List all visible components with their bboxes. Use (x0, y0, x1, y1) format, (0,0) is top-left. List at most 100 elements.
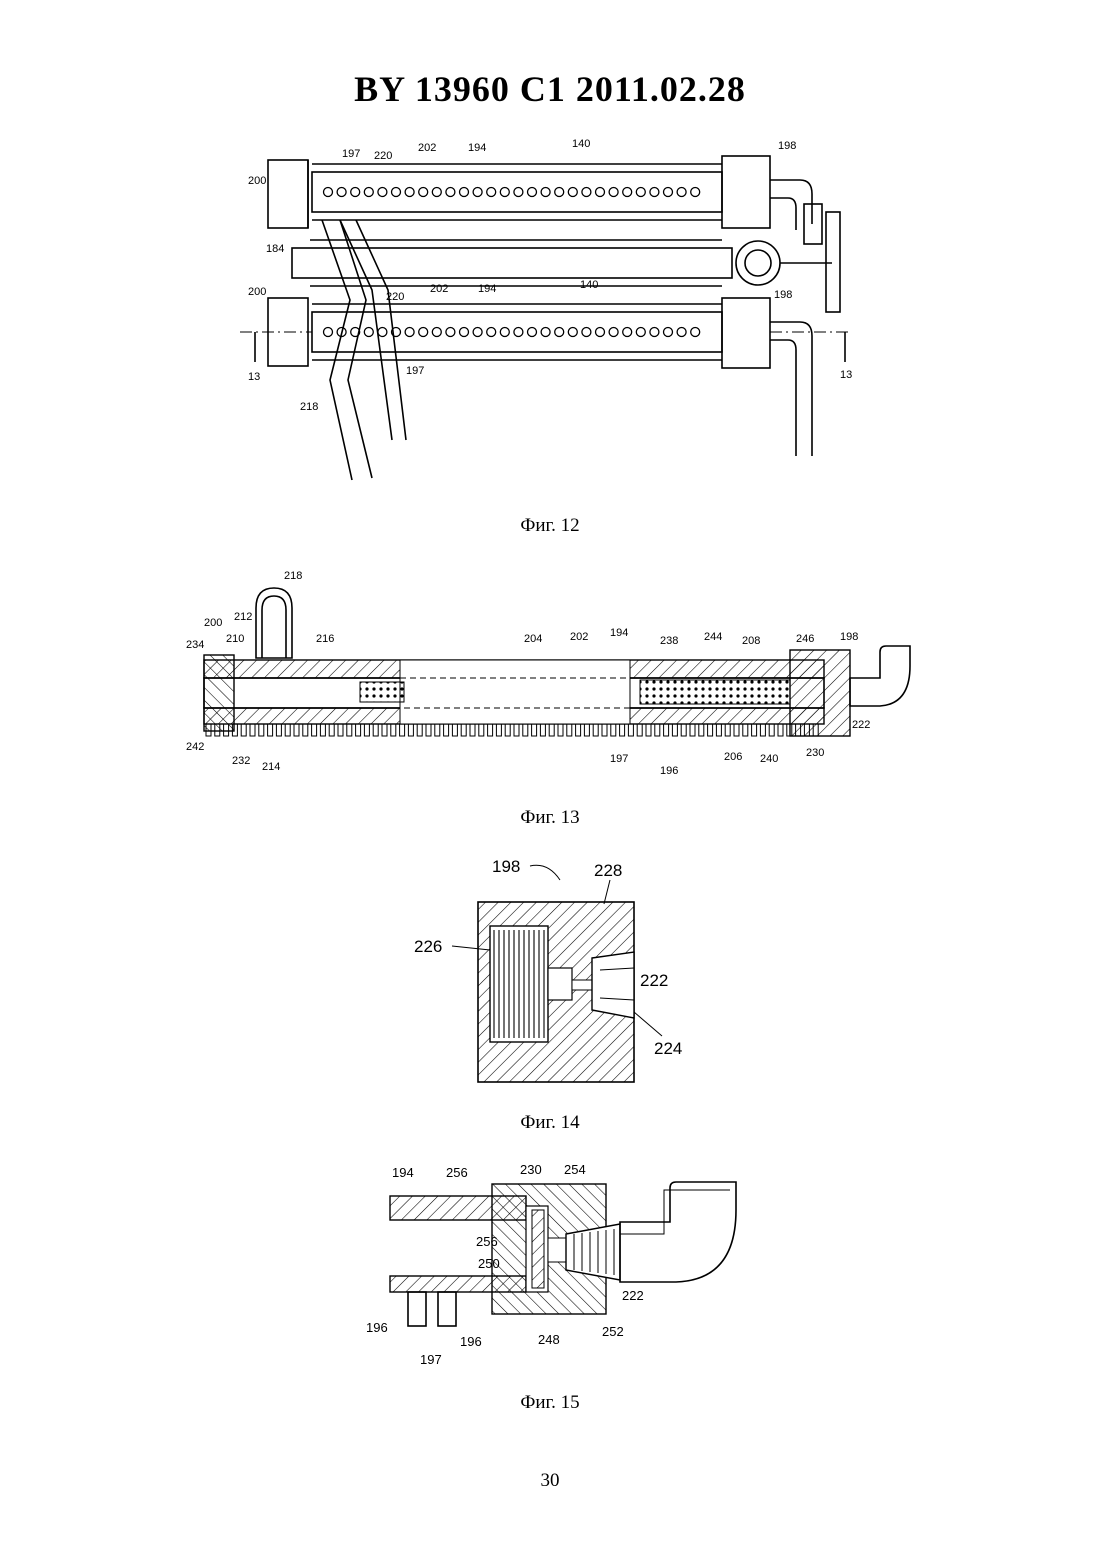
figure-13-caption: Фиг. 13 (0, 807, 1100, 829)
hole-mark (677, 188, 686, 197)
fig13-label: 242 (186, 741, 204, 753)
fig12-label: 202 (418, 142, 436, 154)
hole-mark (650, 328, 659, 337)
fig13-label: 212 (234, 611, 252, 623)
fin-mark (452, 724, 457, 736)
hole-mark (432, 328, 441, 337)
hole-mark (568, 328, 577, 337)
fin-mark (716, 724, 721, 736)
fig12-label: 197 (406, 365, 424, 377)
fin-mark (408, 724, 413, 736)
hole-mark (324, 188, 333, 197)
fig13-label: 200 (204, 617, 222, 629)
fin-mark (294, 724, 299, 736)
fin-mark (655, 724, 660, 736)
fig13-label: 234 (186, 639, 204, 651)
fin-mark (435, 724, 440, 736)
hole-mark (664, 188, 673, 197)
fin-mark (329, 724, 334, 736)
hole-mark (460, 188, 469, 197)
hole-mark (324, 328, 333, 337)
fin-mark (470, 724, 475, 736)
fig15-label: 250 (478, 1256, 500, 1271)
fin-mark (276, 724, 281, 736)
fin-mark (241, 724, 246, 736)
fin-mark (523, 724, 528, 736)
fin-mark (382, 724, 387, 736)
page-number: 30 (0, 1470, 1100, 1492)
fin-mark (699, 724, 704, 736)
fin-mark (637, 724, 642, 736)
hole-mark (419, 328, 428, 337)
hole-mark (609, 328, 618, 337)
fin-mark (505, 724, 510, 736)
hole-mark (691, 328, 700, 337)
hole-mark (487, 188, 496, 197)
hole-mark (664, 328, 673, 337)
fin-mark (549, 724, 554, 736)
fig13-label: 206 (724, 751, 742, 763)
hole-mark (432, 188, 441, 197)
fin-mark (628, 724, 633, 736)
hole-mark (500, 328, 509, 337)
figure-15-caption: Фиг. 15 (0, 1392, 1100, 1414)
fig15-label: 194 (392, 1165, 414, 1180)
hole-mark (364, 188, 373, 197)
hole-mark (636, 328, 645, 337)
fig13-label: 208 (742, 635, 760, 647)
fin-mark (347, 724, 352, 736)
fig13-label: 244 (704, 631, 722, 643)
fin-mark (708, 724, 713, 736)
fin-mark (417, 724, 422, 736)
fig13-label: 196 (660, 765, 678, 777)
fin-mark (690, 724, 695, 736)
hole-mark (691, 188, 700, 197)
fig15-label: 196 (366, 1320, 388, 1335)
fin-mark (312, 724, 317, 736)
fig14-label: 224 (654, 1039, 682, 1058)
fin-mark (285, 724, 290, 736)
fig15-label: 222 (622, 1288, 644, 1303)
fig13-label: 216 (316, 633, 334, 645)
hole-mark (623, 188, 632, 197)
fig12-label: 200 (248, 286, 266, 298)
fig12-label: 13 (840, 369, 852, 381)
hole-mark (364, 328, 373, 337)
fig13-label: 246 (796, 633, 814, 645)
fig13-label: 218 (284, 570, 302, 582)
fin-mark (752, 724, 757, 736)
fig12-label: 194 (468, 142, 486, 154)
fig13-label: 197 (610, 753, 628, 765)
fin-mark (760, 724, 765, 736)
fig13-label: 194 (610, 627, 628, 639)
hole-mark (582, 328, 591, 337)
fig12-label: 140 (572, 138, 590, 150)
fig12-label: 218 (300, 401, 318, 413)
fin-mark (620, 724, 625, 736)
hole-mark (528, 328, 537, 337)
fin-mark (567, 724, 572, 736)
fin-mark (426, 724, 431, 736)
figure-15-drawing: 194 256 230 254 256 250 222 196 248 252 … (0, 1150, 1100, 1390)
fin-mark (672, 724, 677, 736)
hole-mark (568, 188, 577, 197)
fin-mark (664, 724, 669, 736)
fig12-label: 202 (430, 283, 448, 295)
hole-mark (500, 188, 509, 197)
fig13-label: 238 (660, 635, 678, 647)
fin-mark (584, 724, 589, 736)
fig13-label: 240 (760, 753, 778, 765)
fig13-label: 222 (852, 719, 870, 731)
fin-mark (681, 724, 686, 736)
fig12-label: 197 (342, 148, 360, 160)
hole-mark (392, 188, 401, 197)
hole-mark (460, 328, 469, 337)
figure-14-drawing: 198 228 226 222 224 (0, 840, 1100, 1100)
fin-mark (400, 724, 405, 736)
fin-mark (532, 724, 537, 736)
fin-mark (778, 724, 783, 736)
fig14-label: 198 (492, 857, 520, 876)
hole-mark (623, 328, 632, 337)
figure-12-drawing: 197 220 202 194 140 198 200 184 200 220 … (0, 0, 1100, 520)
fig15-label: 252 (602, 1324, 624, 1339)
